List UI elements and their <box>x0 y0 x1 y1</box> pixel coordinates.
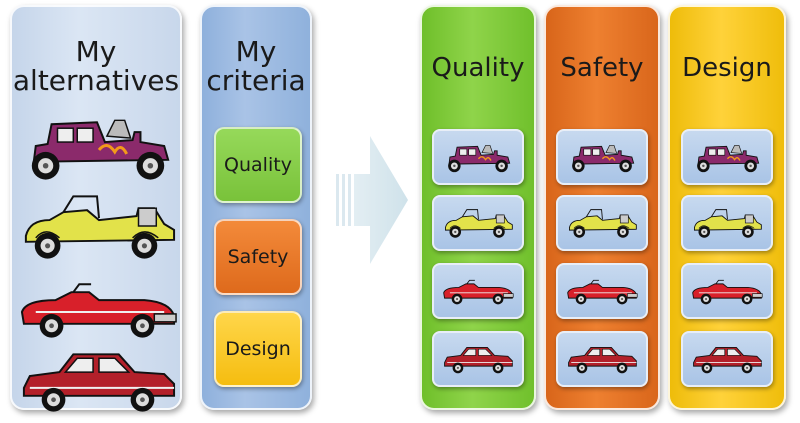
safety-tile-2[interactable] <box>556 195 648 251</box>
red-convertible-icon <box>441 270 515 312</box>
hotrod-car-icon <box>690 136 764 178</box>
yellow-roadster-icon <box>565 202 639 244</box>
alternatives-panel: My alternatives <box>10 5 182 412</box>
criteria-panel: My criteria Quality Safety Design <box>200 5 312 410</box>
criterion-quality: Quality <box>214 127 302 203</box>
quality-tile-4[interactable] <box>432 331 524 387</box>
red-convertible-icon <box>565 270 639 312</box>
safety-tile-4[interactable] <box>556 331 648 387</box>
red-convertible-icon <box>16 269 180 347</box>
red-sedan-icon <box>441 338 515 380</box>
safety-tile-1[interactable] <box>556 129 648 185</box>
hotrod-car-icon <box>441 136 515 178</box>
hotrod-car-icon <box>16 107 180 185</box>
criterion-safety: Safety <box>214 219 302 295</box>
design-tile-4[interactable] <box>681 331 773 387</box>
red-convertible-icon <box>690 270 764 312</box>
design-tile-3[interactable] <box>681 263 773 319</box>
criterion-design: Design <box>214 311 302 387</box>
yellow-roadster-icon <box>16 187 180 265</box>
yellow-roadster-icon <box>690 202 764 244</box>
quality-column: Quality <box>420 5 536 410</box>
hotrod-car-icon <box>565 136 639 178</box>
safety-column: Safety <box>544 5 660 410</box>
red-sedan-icon <box>690 338 764 380</box>
safety-column-title: Safety <box>560 53 644 83</box>
red-sedan-icon <box>565 338 639 380</box>
quality-column-title: Quality <box>431 53 525 83</box>
yellow-roadster-icon <box>441 202 515 244</box>
design-tile-2[interactable] <box>681 195 773 251</box>
quality-tile-3[interactable] <box>432 263 524 319</box>
alternatives-title: My alternatives <box>12 35 180 98</box>
quality-tile-2[interactable] <box>432 195 524 251</box>
quality-tile-1[interactable] <box>432 129 524 185</box>
red-sedan-icon <box>16 341 180 419</box>
design-column: Design <box>668 5 786 410</box>
criteria-title: My criteria <box>206 35 306 98</box>
right-arrow-icon <box>336 136 408 264</box>
design-tile-1[interactable] <box>681 129 773 185</box>
design-column-title: Design <box>682 53 772 83</box>
safety-tile-3[interactable] <box>556 263 648 319</box>
